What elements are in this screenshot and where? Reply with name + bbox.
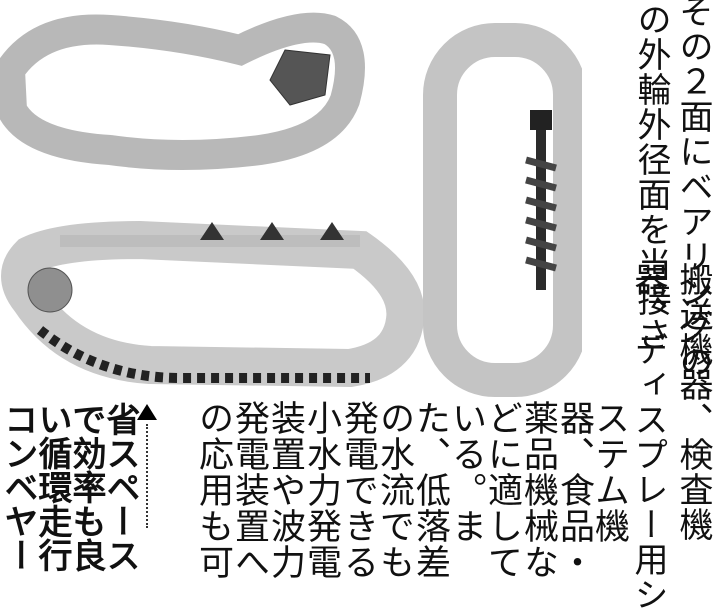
article-column-6: た、低落差 xyxy=(410,400,450,580)
article-column-3: 薬品機械な xyxy=(518,400,558,580)
article-column-11: 発電装置へ xyxy=(229,400,269,580)
caption-dotted-rule xyxy=(146,424,148,528)
article-column-upper-2: の外輪外径面を当接さ xyxy=(631,2,671,352)
article-column-5: いる。ま xyxy=(446,400,486,544)
conveyor-photo-graphic xyxy=(0,12,582,397)
article-column-8: 発電できる xyxy=(338,400,378,580)
vertical-loop-conveyor xyxy=(423,23,582,397)
oval-conveyor-top xyxy=(0,12,365,170)
photo-caption-line-4: コンベヤー xyxy=(0,402,38,572)
article-column-7: の水流でも xyxy=(374,400,414,580)
article-column-1: ステム機 xyxy=(589,400,629,544)
caption-triangle-icon xyxy=(137,404,157,420)
conveyor-photo xyxy=(0,12,582,397)
article-column-upper-4: 搬送機器、検査機 xyxy=(673,262,713,542)
article-column-upper-1: その２面にベアリングの xyxy=(673,0,713,379)
article-column-2: 器、食品・ xyxy=(554,400,594,580)
track-conveyor-bottom xyxy=(1,220,425,388)
photo-caption-line-3: い循環走行 xyxy=(32,402,72,572)
photo-caption-line-2: で効率も良 xyxy=(66,402,106,572)
article-column-10: 装置や波力 xyxy=(265,400,305,580)
caption-marker xyxy=(137,404,157,532)
article-column-4: どに適して xyxy=(482,400,522,580)
article-column-9: 小水力発電 xyxy=(301,400,341,580)
article-column-upper-3: 器、ディスプレー用シ xyxy=(628,262,668,612)
photo-caption-line-1: 省スペース xyxy=(100,402,140,572)
article-column-12: の応用も可 xyxy=(193,400,233,580)
